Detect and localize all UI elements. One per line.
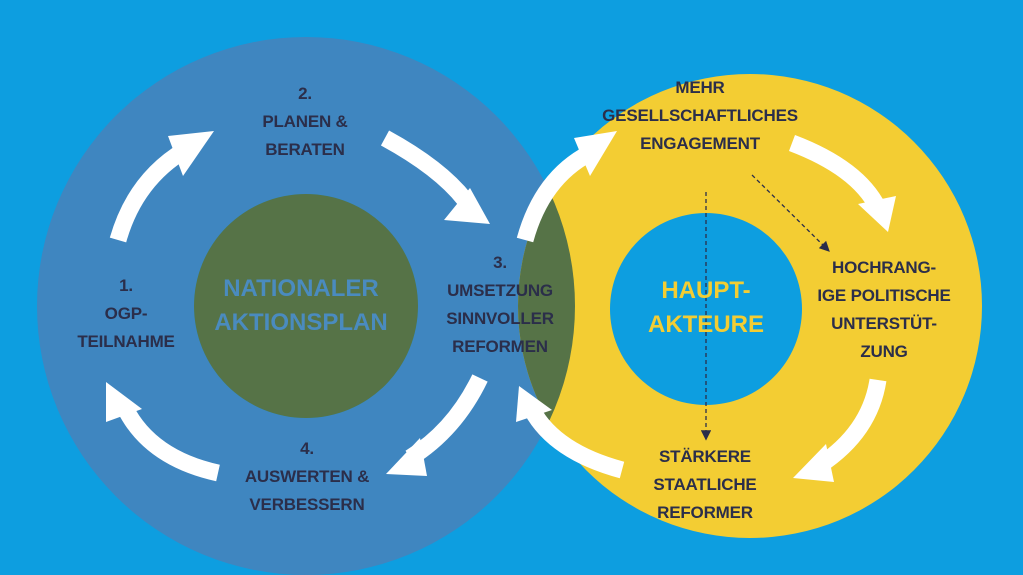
step-3-line-2: UMSETZUNG <box>447 281 553 300</box>
arrowhead-7 <box>793 444 834 482</box>
arrowhead-6 <box>858 196 896 232</box>
step-4-auswerten-verbessern: 4. AUSWERTEN & VERBESSERN <box>222 435 392 519</box>
item-staerkere-reformer: STÄRKERE STAATLICHE REFORMER <box>630 443 780 527</box>
dashed-diagonal-connector <box>751 174 830 252</box>
arrow-step4-to-step1 <box>117 403 220 482</box>
step-2-line-3: BERATEN <box>265 140 345 159</box>
arrowhead-5 <box>574 131 617 176</box>
arrowhead-3 <box>386 438 427 476</box>
step-2-line-2: PLANEN & <box>262 112 348 131</box>
arrowhead-1 <box>168 131 214 176</box>
step-3-line-4: REFORMEN <box>452 337 548 356</box>
item-politische-unterstuetzung: HOCHRANG- IGE POLITISCHE UNTERSTÜT- ZUNG <box>804 254 964 366</box>
reformer-line-2: STAATLICHE <box>653 475 757 494</box>
engagement-line-2: GESELLSCHAFTLICHES <box>602 106 798 125</box>
center-left-line-2: AKTIONSPLAN <box>214 309 388 336</box>
support-line-1: HOCHRANG- <box>832 258 936 277</box>
center-label-right: HAUPT- AKTEURE <box>616 274 796 342</box>
engagement-line-1: MEHR <box>675 78 725 97</box>
center-right-line-2: AKTEURE <box>647 311 764 338</box>
arrow-step3-to-engagement <box>516 145 595 243</box>
step-1-line-3: TEILNAHME <box>77 332 175 351</box>
center-right-line-1: HAUPT- <box>661 277 751 304</box>
step-3-number: 3. <box>493 253 507 272</box>
arrow-support-to-reformers <box>815 378 887 473</box>
support-line-4: ZUNG <box>860 342 908 361</box>
arrow-reformers-to-step3 <box>524 405 625 479</box>
arrowhead-8 <box>516 386 552 422</box>
step-3-umsetzung: 3. UMSETZUNG SINNVOLLER REFORMEN <box>420 249 580 361</box>
step-3-line-3: SINNVOLLER <box>446 309 554 328</box>
center-left-line-1: NATIONALER <box>223 275 379 302</box>
step-2-planen-beraten: 2. PLANEN & BERATEN <box>230 80 380 164</box>
engagement-line-3: ENGAGEMENT <box>640 134 760 153</box>
step-4-line-2: AUSWERTEN & <box>244 467 370 486</box>
arrow-step2-to-step3 <box>380 130 472 206</box>
arrowhead-4 <box>106 382 142 422</box>
step-4-number: 4. <box>300 439 314 458</box>
arrow-engagement-to-support <box>788 135 886 213</box>
step-1-number: 1. <box>119 276 133 295</box>
step-1-ogp-teilnahme: 1. OGP- TEILNAHME <box>56 272 196 356</box>
center-label-left: NATIONALER AKTIONSPLAN <box>206 272 396 340</box>
support-line-2: IGE POLITISCHE <box>817 286 951 305</box>
step-4-line-3: VERBESSERN <box>249 495 365 514</box>
step-2-number: 2. <box>298 84 312 103</box>
arrow-step1-to-step2 <box>109 142 190 243</box>
support-line-3: UNTERSTÜT- <box>831 314 937 333</box>
reformer-line-3: REFORMER <box>657 503 753 522</box>
item-gesellschaftliches-engagement: MEHR GESELLSCHAFTLICHES ENGAGEMENT <box>590 74 810 158</box>
arrowhead-2 <box>444 188 490 224</box>
step-1-line-2: OGP- <box>104 304 148 323</box>
reformer-line-1: STÄRKERE <box>659 447 751 466</box>
